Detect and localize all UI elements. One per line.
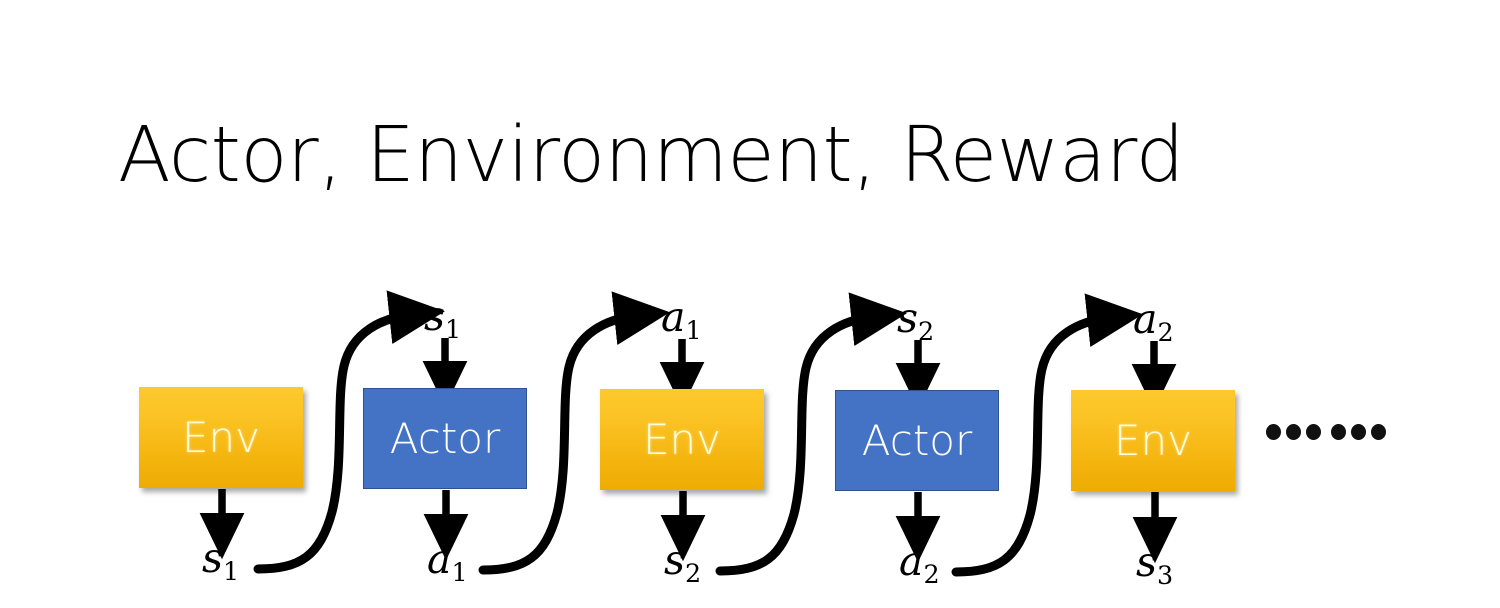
- math-label-s3-bottom: s3: [1136, 538, 1174, 591]
- ellipsis-dot: [1266, 424, 1281, 440]
- math-label-a2-top: a2: [1133, 295, 1174, 348]
- math-label-a2-bottom: a2: [899, 537, 940, 590]
- node-label: Env: [181, 412, 260, 462]
- curve-s1-env1-to-actor1: [253, 290, 445, 574]
- curve-a2-actor2-to-env3: [951, 293, 1143, 577]
- node-env-1[interactable]: Env: [139, 387, 303, 488]
- math-label-s2-top: s2: [897, 294, 935, 347]
- ellipsis-dot: [1371, 424, 1386, 440]
- ellipsis-dot: [1351, 424, 1366, 440]
- feedback-curves: [253, 290, 1143, 577]
- math-label-s2-bottom: s2: [664, 536, 702, 589]
- node-actor-2[interactable]: Actor: [835, 390, 999, 491]
- continuation-ellipsis: [1266, 424, 1386, 440]
- vertical-out-arrows: [199, 489, 1178, 564]
- math-label-s1-bottom: s1: [202, 534, 240, 587]
- math-label-a1-bottom: a1: [427, 535, 468, 588]
- ellipsis-dot: [1306, 424, 1321, 440]
- math-label-s1-top: s1: [424, 292, 462, 345]
- node-env-3[interactable]: Env: [1071, 390, 1235, 491]
- curve-a1-actor1-to-env2: [478, 291, 670, 575]
- ellipsis-dot: [1286, 424, 1301, 440]
- node-label: Actor: [389, 413, 501, 463]
- node-env-2[interactable]: Env: [600, 389, 764, 490]
- node-label: Env: [1113, 415, 1192, 465]
- curve-s2-env2-to-actor2: [715, 292, 907, 576]
- ellipsis-dot: [1331, 424, 1346, 440]
- page-title: Actor, Environment, Reward: [118, 111, 1184, 200]
- node-label: Actor: [861, 415, 973, 465]
- vertical-down-arrows: [422, 338, 1177, 411]
- node-actor-1[interactable]: Actor: [363, 388, 527, 489]
- math-label-a1-top: a1: [661, 293, 702, 346]
- node-label: Env: [642, 414, 721, 464]
